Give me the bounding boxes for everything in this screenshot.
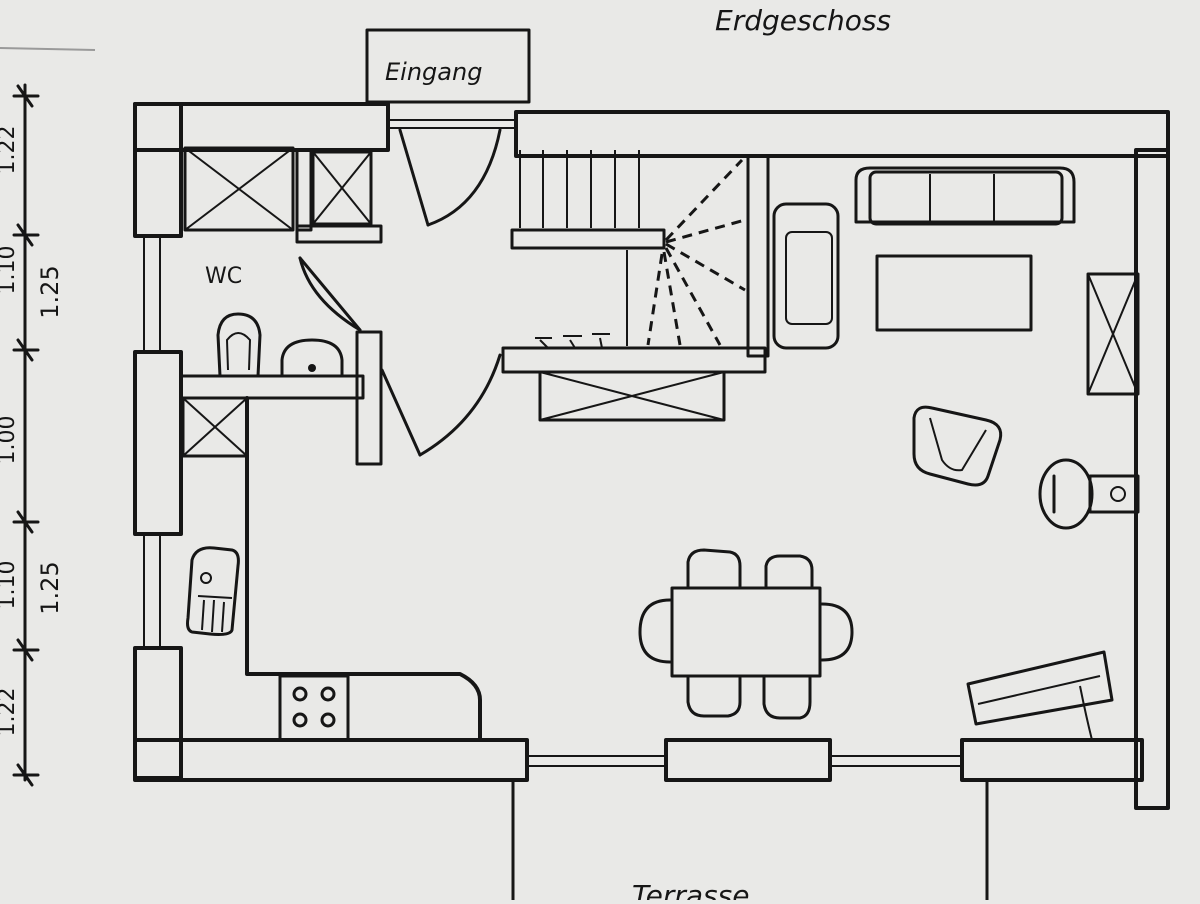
top-reference-line — [0, 47, 96, 51]
kitchen — [186, 396, 482, 742]
dimension-label: 1.25 — [36, 265, 64, 318]
dining-chair — [820, 602, 854, 662]
plan-title: Erdgeschoss — [715, 4, 891, 37]
toilet-icon — [216, 312, 262, 378]
lounge-chair — [912, 405, 1003, 487]
dining-chair — [762, 676, 812, 720]
wc-label: WC — [205, 264, 242, 289]
sofa — [854, 166, 1076, 226]
stove — [1038, 458, 1140, 530]
dining-table — [670, 586, 822, 678]
interior-walls — [179, 148, 770, 466]
windows — [135, 119, 962, 767]
dimension-label: 1.10 — [0, 561, 20, 610]
dining-chair — [686, 548, 742, 588]
entrance-canopy: Eingang — [365, 28, 531, 104]
living-area — [772, 166, 1140, 741]
coffee-table — [875, 254, 1033, 332]
sideboard — [966, 650, 1114, 741]
doors — [298, 128, 502, 457]
terrace: Terrasse — [511, 778, 989, 904]
sink-icon — [280, 338, 344, 378]
entrance-label: Eingang — [385, 58, 482, 86]
cabinets — [181, 146, 1140, 458]
dimension-label: 1.22 — [0, 126, 20, 175]
waste-bin — [186, 546, 240, 636]
dining-chair — [638, 598, 672, 664]
dimension-label: 1.25 — [36, 561, 64, 614]
hob — [278, 674, 350, 742]
dining-area — [638, 548, 854, 720]
exterior-walls — [133, 102, 1170, 810]
armchair — [772, 202, 840, 350]
terrace-label: Terrasse — [632, 879, 749, 900]
dimension-line: 1.22 1.10 1.25 1.00 1.10 1.25 1.22 — [0, 83, 64, 787]
dimension-label: 1.10 — [0, 246, 20, 295]
staircase — [510, 150, 746, 349]
dimension-label: 1.22 — [0, 688, 20, 737]
dining-chair — [686, 676, 742, 718]
dining-chair — [764, 554, 814, 588]
wc-room: WC — [205, 264, 344, 378]
dimension-label: 1.00 — [0, 416, 20, 465]
